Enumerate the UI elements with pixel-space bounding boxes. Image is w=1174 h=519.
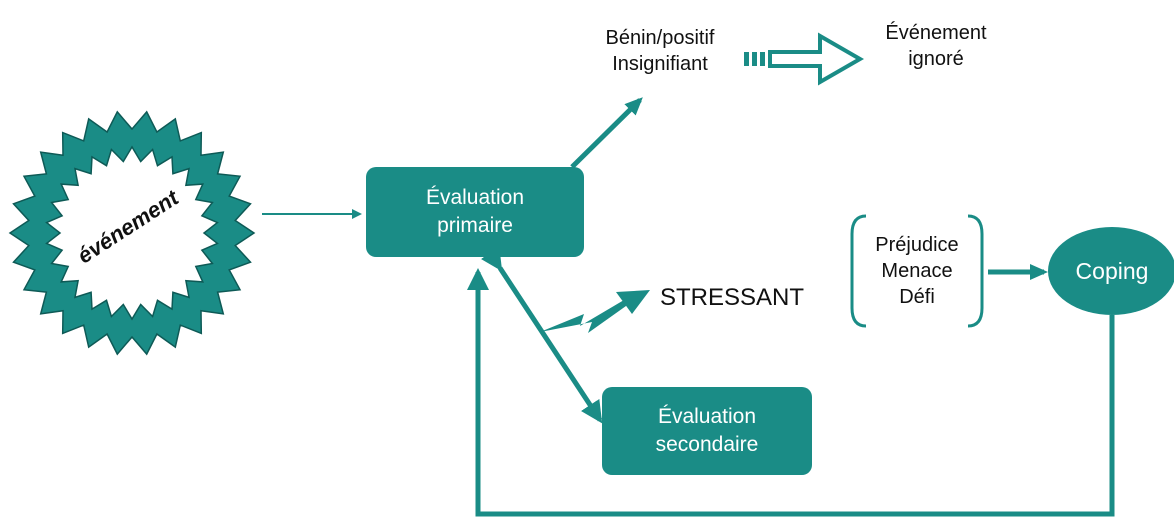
secondary-appraisal-box: Évaluation secondaire [602,387,812,475]
feedback-loop-arrow [467,268,1115,517]
benign-to-ignored-arrow [744,32,865,86]
stress-type-threat: Menace [881,260,953,282]
primary-appraisal-box: Évaluation primaire [366,167,584,257]
ignored-outcome-text: Événement ignoré [858,20,1014,72]
event-label: événement [73,184,184,268]
primary-appraisal-line2: primaire [437,214,513,237]
primary-to-benign-arrow [570,97,643,169]
stress-type-challenge: Défi [899,286,935,308]
benign-line1: Bénin/positif [605,27,715,49]
coping-label: Coping [1075,257,1149,284]
ignored-line1: Événement [885,22,987,44]
stressful-label: STRESSANT [660,284,805,311]
benign-line2: Insignifiant [612,53,708,75]
primary-secondary-arrow [480,246,603,424]
stress-type-harm: Préjudice [875,234,959,256]
stress-types-bracket [850,214,984,328]
primary-appraisal-line1: Évaluation [425,185,525,209]
lightning-bolt-icon [540,290,650,333]
coping-node: Coping [1048,227,1174,315]
ignored-line2: ignoré [908,48,964,70]
benign-outcome-text: Bénin/positif Insignifiant [580,25,740,77]
secondary-appraisal-line1: Évaluation [657,404,757,428]
event-ring-icon: événement [8,110,256,356]
secondary-appraisal-line2: secondaire [655,433,759,456]
stress-types-list: Préjudice Menace Défi [852,232,982,310]
